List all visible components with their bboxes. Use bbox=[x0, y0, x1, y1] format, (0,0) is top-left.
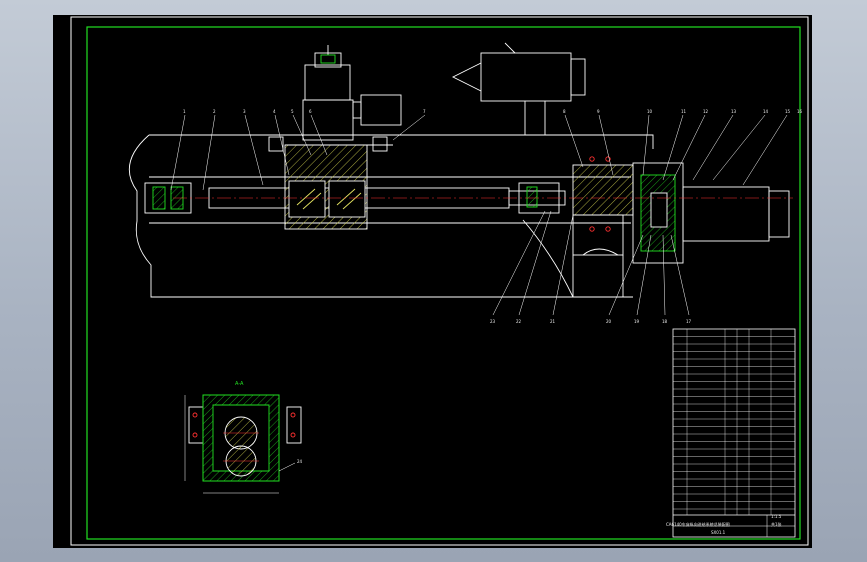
balloon-label-21: 21 bbox=[550, 319, 556, 324]
balloons-bottom: 23 22 21 20 19 18 17 bbox=[490, 319, 692, 324]
balloon-label-13: 13 bbox=[731, 109, 737, 114]
balloon-label-22: 22 bbox=[516, 319, 522, 324]
balloon-label-11: 11 bbox=[681, 109, 687, 114]
balloon-label-4: 4 bbox=[273, 109, 276, 114]
balloon-label-7: 7 bbox=[423, 109, 426, 114]
balloon-label-20: 20 bbox=[606, 319, 612, 324]
balloon-label-15: 15 bbox=[785, 109, 791, 114]
balloon-label-18: 18 bbox=[662, 319, 668, 324]
balloon-label-17: 17 bbox=[686, 319, 692, 324]
balloon-label-12: 12 bbox=[703, 109, 709, 114]
balloon-label-23: 23 bbox=[490, 319, 496, 324]
leaders-top bbox=[170, 114, 788, 191]
section-view bbox=[184, 394, 302, 494]
balloon-label-19: 19 bbox=[634, 319, 640, 324]
balloon-label-9: 9 bbox=[597, 109, 600, 114]
balloon-label-2: 2 bbox=[213, 109, 216, 114]
balloon-label-16: 16 bbox=[797, 109, 803, 114]
leaders-bottom bbox=[492, 210, 690, 316]
parts-table-frame bbox=[672, 328, 796, 538]
parts-list-table bbox=[672, 328, 796, 538]
balloon-label-6: 6 bbox=[309, 109, 312, 114]
balloon-label-8: 8 bbox=[563, 109, 566, 114]
main-assembly bbox=[128, 42, 793, 298]
title-block-sheet: 共1张 bbox=[771, 521, 782, 527]
balloon-label-24: 24 bbox=[297, 459, 303, 464]
title-block-scale: 1:1.5 bbox=[771, 514, 782, 519]
section-title: A-A bbox=[235, 381, 244, 387]
title-block-drawing-no: SX01.1 bbox=[711, 530, 726, 535]
inner-border bbox=[86, 26, 801, 540]
balloon-label-14: 14 bbox=[763, 109, 769, 114]
balloon-label-10: 10 bbox=[647, 109, 653, 114]
balloon-label-3: 3 bbox=[243, 109, 246, 114]
balloon-label-5: 5 bbox=[291, 109, 294, 114]
title-block-drawing-title: CA6140车床纵向进给系统总装配图 bbox=[666, 521, 730, 527]
balloon-section: 24 bbox=[297, 459, 303, 464]
balloon-label-1: 1 bbox=[183, 109, 186, 114]
outer-border bbox=[70, 16, 809, 546]
